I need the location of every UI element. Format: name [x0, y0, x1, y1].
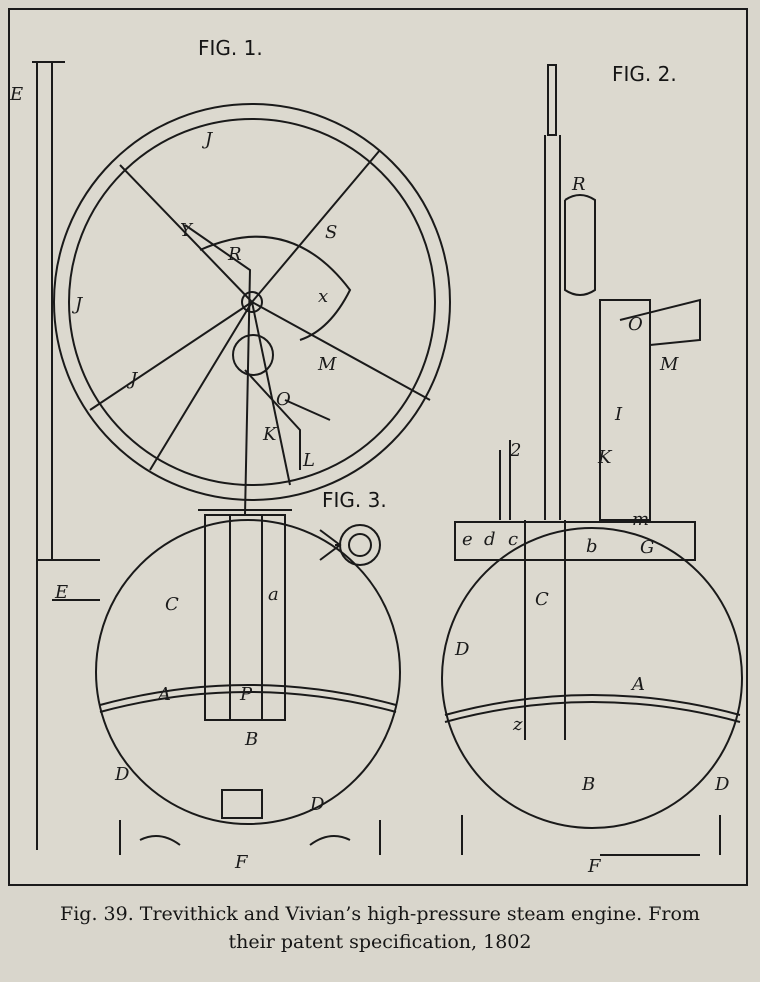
- fig2-drawing: [441, 64, 743, 856]
- label: a: [268, 584, 279, 605]
- caption-line-2: their patent specification, 1802: [228, 931, 532, 953]
- label: D: [714, 774, 730, 795]
- fig3-title: FIG. 3.: [322, 488, 387, 512]
- fig2-letter-labels: R O M I K 2 m G b c d e A C D z B D F: [454, 174, 730, 877]
- label: F: [234, 852, 249, 873]
- label: B: [581, 774, 595, 795]
- label: K: [597, 447, 613, 468]
- label: e: [462, 529, 473, 550]
- label: b: [586, 536, 598, 557]
- label: J: [201, 129, 214, 150]
- fig1-boiler: [95, 519, 401, 825]
- flywheel-hub: [241, 291, 263, 313]
- label: z: [512, 714, 523, 735]
- label: O: [276, 389, 291, 410]
- label: 2: [509, 440, 521, 461]
- label: M: [317, 354, 337, 375]
- label: G: [640, 537, 654, 558]
- label: O: [628, 314, 643, 335]
- label: D: [454, 639, 470, 660]
- label: c: [508, 529, 518, 550]
- label: D: [309, 794, 325, 815]
- label: L: [302, 450, 315, 471]
- label: D: [114, 764, 130, 785]
- label: K: [262, 424, 278, 445]
- label: A: [630, 674, 645, 695]
- label: S: [325, 222, 337, 243]
- figure-caption: Fig. 39. Trevithick and Vivian’s high-pr…: [0, 900, 760, 956]
- label: d: [484, 529, 496, 550]
- fig2-title: FIG. 2.: [612, 62, 677, 86]
- label: J: [71, 294, 84, 315]
- label: m: [632, 509, 649, 530]
- label: I: [614, 404, 623, 425]
- label: E: [54, 582, 68, 603]
- chimney-column: [32, 61, 65, 850]
- label: F: [587, 856, 602, 877]
- label: J: [126, 369, 139, 390]
- label: A: [156, 684, 171, 705]
- flywheel-rim: [53, 103, 451, 501]
- label: R: [227, 244, 242, 265]
- label: Y: [180, 220, 194, 241]
- label: E: [9, 84, 23, 105]
- label: x: [318, 286, 328, 307]
- fig1-drawing: [32, 61, 451, 855]
- label: C: [535, 589, 549, 610]
- governor-wheel: [232, 334, 274, 376]
- label: M: [659, 354, 679, 375]
- fig1-letter-labels: E J J Y S J R x M O K L C a P A B D E D …: [9, 84, 337, 873]
- caption-line-1: Fig. 39. Trevithick and Vivian’s high-pr…: [60, 903, 700, 925]
- flywheel-spokes: [89, 149, 431, 486]
- fig3-drawing: [319, 524, 381, 566]
- label: C: [165, 594, 179, 615]
- label: P: [239, 684, 253, 705]
- fig1-title: FIG. 1.: [198, 36, 263, 60]
- label: R: [571, 174, 586, 195]
- fig2-boiler: [441, 527, 743, 829]
- steam-engine-diagram: E J J Y S J R x M O K L C a P A B D E D …: [9, 61, 743, 877]
- figure-frame: [8, 8, 748, 886]
- label: B: [244, 729, 258, 750]
